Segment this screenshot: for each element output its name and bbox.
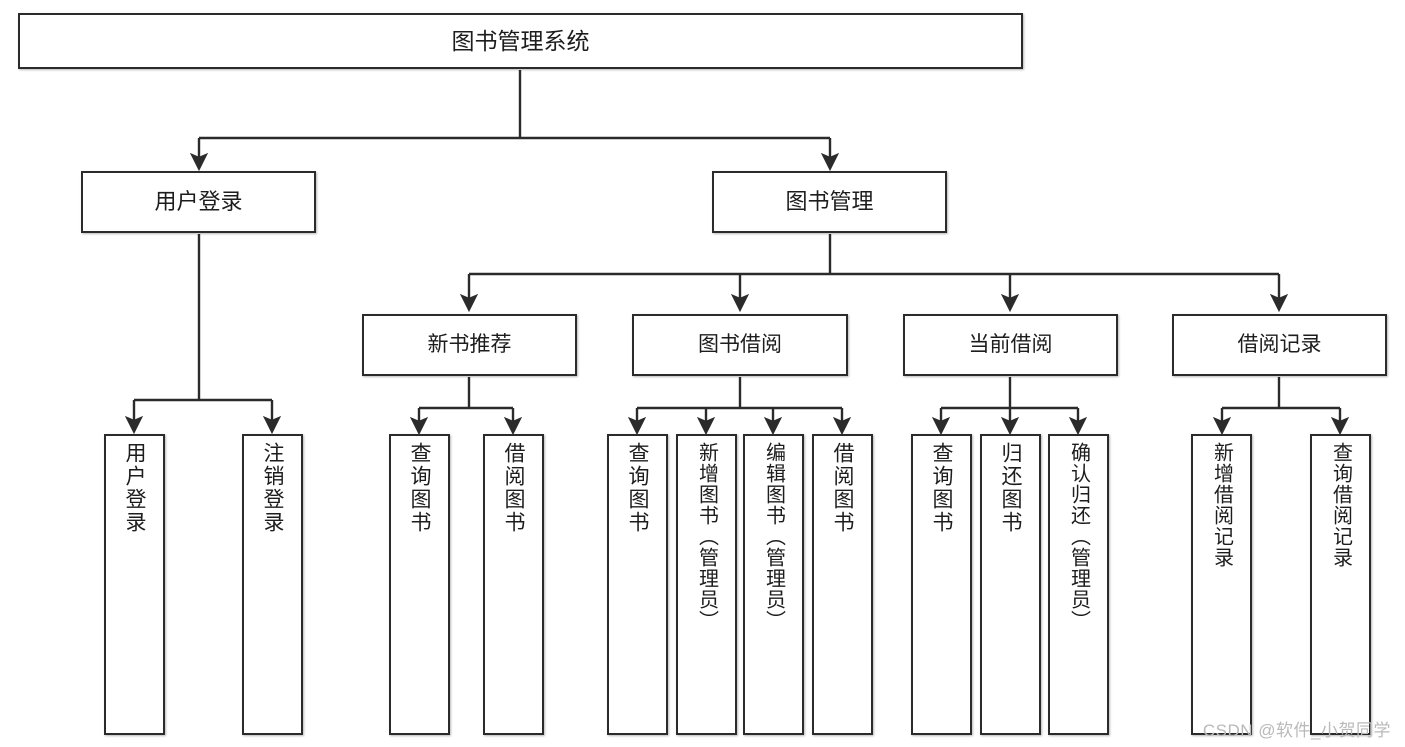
- node-leaf-borrow-book-recommendation[interactable]: 借阅图书: [483, 434, 544, 735]
- node-leaf-borrow-book-borrowing[interactable]: 借阅图书: [812, 434, 873, 735]
- node-label: 借阅图书: [831, 442, 854, 534]
- node-label: 编辑图书（管理员）: [762, 442, 785, 631]
- node-label: 图书借阅: [698, 333, 782, 357]
- node-label: 查询图书: [408, 442, 431, 534]
- node-label: 查询借阅记录: [1329, 442, 1352, 568]
- node-leaf-return-book[interactable]: 归还图书: [980, 434, 1041, 735]
- node-leaf-query-book-current[interactable]: 查询图书: [911, 434, 972, 735]
- node-book-management[interactable]: 图书管理: [712, 171, 947, 233]
- csdn-watermark: CSDN @软件_小贺同学: [1202, 721, 1391, 740]
- node-label: 用户登录: [154, 188, 243, 214]
- node-book-borrowing[interactable]: 图书借阅: [632, 314, 848, 376]
- node-label: 新书推荐: [427, 333, 512, 357]
- node-label: 借阅图书: [502, 442, 525, 534]
- node-label: 当前借阅: [968, 333, 1053, 357]
- node-leaf-query-book-recommendation[interactable]: 查询图书: [389, 434, 450, 735]
- node-user-login[interactable]: 用户登录: [81, 171, 316, 233]
- node-leaf-add-book-admin[interactable]: 新增图书（管理员）: [676, 434, 737, 735]
- node-label: 注销登录: [261, 442, 284, 534]
- node-leaf-query-borrow-record[interactable]: 查询借阅记录: [1310, 434, 1371, 735]
- node-label: 查询图书: [626, 442, 649, 534]
- node-label: 归还图书: [999, 442, 1022, 534]
- node-label: 确认归还（管理员）: [1067, 442, 1090, 631]
- node-current-borrowing[interactable]: 当前借阅: [903, 314, 1118, 376]
- node-leaf-query-book-borrowing[interactable]: 查询图书: [607, 434, 668, 735]
- node-leaf-add-borrow-record[interactable]: 新增借阅记录: [1191, 434, 1252, 735]
- node-label: 图书管理: [785, 188, 874, 214]
- node-leaf-confirm-return-admin[interactable]: 确认归还（管理员）: [1048, 434, 1109, 735]
- node-label: 新增借阅记录: [1210, 442, 1233, 568]
- node-borrowing-record[interactable]: 借阅记录: [1172, 314, 1387, 376]
- node-label: 查询图书: [930, 442, 953, 534]
- node-new-book-recommendation[interactable]: 新书推荐: [362, 314, 577, 376]
- node-leaf-user-login[interactable]: 用户登录: [104, 434, 165, 735]
- node-label: 用户登录: [123, 442, 146, 534]
- node-label: 新增图书（管理员）: [695, 442, 718, 631]
- node-root-book-management-system[interactable]: 图书管理系统: [18, 13, 1023, 69]
- node-leaf-edit-book-admin[interactable]: 编辑图书（管理员）: [743, 434, 804, 735]
- node-label: 借阅记录: [1237, 333, 1322, 357]
- node-leaf-logout[interactable]: 注销登录: [242, 434, 303, 735]
- node-label: 图书管理系统: [451, 27, 590, 54]
